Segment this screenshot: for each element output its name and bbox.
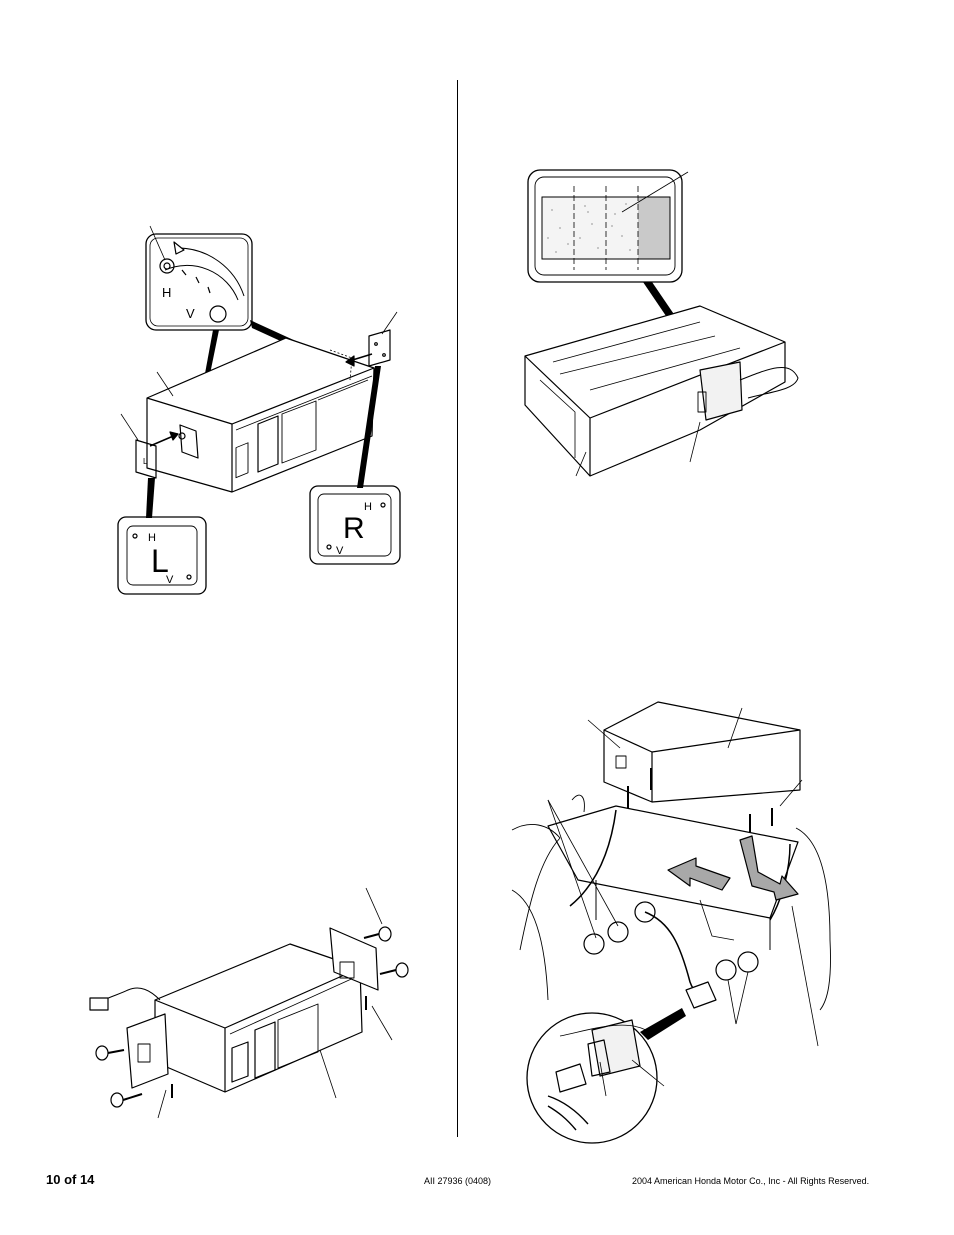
page-number: 10 of 14 [46,1172,95,1187]
figure-bracket-assembly [89,887,409,1119]
copyright-notice: 2004 American Honda Motor Co., Inc - All… [632,1176,870,1186]
svg-text:L: L [143,457,148,466]
connector-detail-inset [526,1008,686,1144]
document-code: AII 27936 (0408) [424,1176,492,1186]
left-side-plate: H L V [117,516,207,595]
dial-v-label: V [186,306,195,321]
figure-changer-label-inset [524,169,799,477]
dial-inset: H V [145,225,253,331]
cd-changer-unit [146,337,375,493]
figure-vehicle-installation [511,701,831,1144]
right-side-plate: H R V [309,485,401,565]
right-plate-letter: R [343,512,365,545]
rubber-grommets [583,901,759,981]
right-plate-v-label: V [336,545,344,557]
left-plate-letter: L [151,543,169,579]
right-plate-h-label: H [364,501,372,513]
dial-h-label: H [162,285,171,300]
label-inset [527,169,689,283]
column-divider [457,80,458,1137]
figure-changer-side-plates: H V [117,225,401,595]
left-plate-h-label: H [148,532,156,544]
mounting-screws [95,926,409,1108]
cd-changer-unit-right [524,305,799,477]
left-plate-v-label: V [166,574,174,586]
